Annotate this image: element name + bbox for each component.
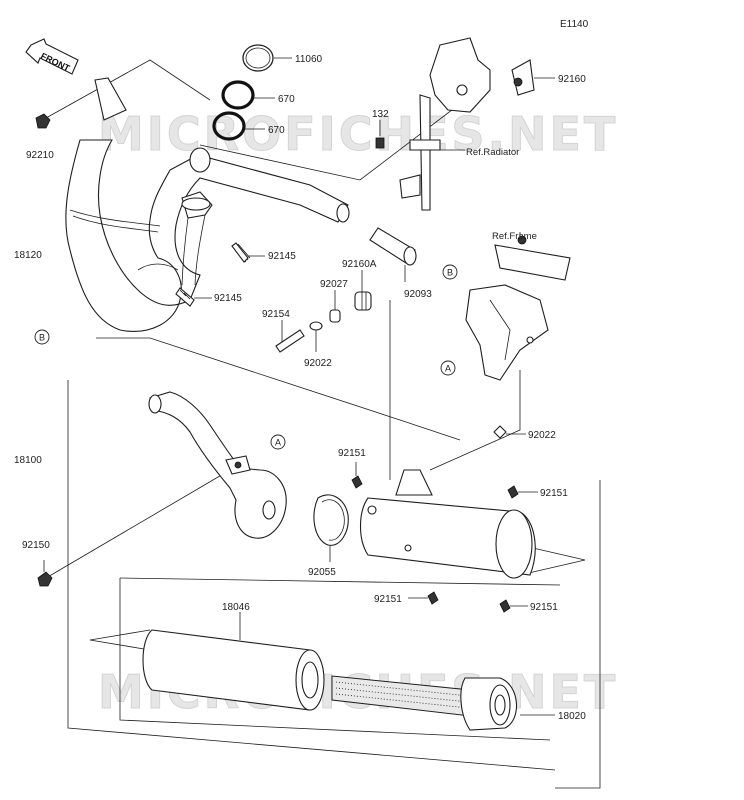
part-label-92154: 92154: [262, 309, 290, 320]
svg-text:B: B: [447, 268, 453, 278]
assembly-lines: [45, 59, 601, 789]
ref-radiator-label: Ref.Radiator: [466, 147, 519, 158]
spring-92145-lower: [175, 287, 212, 307]
part-label-92022-lower: 92022: [528, 430, 556, 441]
part-label-92093: 92093: [404, 289, 432, 300]
part-label-92145-lower: 92145: [214, 293, 242, 304]
spring-92145-upper: [231, 242, 265, 263]
part-label-92055: 92055: [308, 567, 336, 578]
bolt-132: [375, 120, 385, 149]
part-label-18100: 18100: [14, 455, 42, 466]
part-label-670-upper: 670: [278, 94, 295, 105]
frame-bracket: [465, 232, 571, 381]
grommet-92160a: [354, 270, 372, 311]
part-label-92151-lower-right: 92151: [530, 602, 558, 613]
front-arrow-icon: FRONT: [25, 38, 79, 75]
part-label-92210: 92210: [26, 150, 54, 161]
part-label-92027: 92027: [320, 279, 348, 290]
part-label-132: 132: [372, 109, 389, 120]
part-label-18020: 18020: [558, 711, 586, 722]
o-ring-670-upper: [221, 80, 275, 110]
bolt-92151-lower-right: [499, 599, 528, 613]
marker-b-top: B: [442, 264, 458, 280]
bolt-92150: [37, 560, 53, 587]
marker-a-lower: A: [270, 434, 286, 450]
nut-92210: [35, 113, 51, 129]
pipe-joint-92093: [369, 227, 417, 282]
marker-a-top: A: [440, 360, 456, 376]
marker-b-lower: B: [34, 329, 50, 345]
radiator-bracket: [399, 37, 555, 211]
part-label-18120: 18120: [14, 250, 42, 261]
o-ring-670-lower: [212, 111, 265, 141]
bolt-92151-lower: [408, 591, 439, 605]
part-label-11060: 11060: [295, 54, 323, 65]
part-label-92151-top: 92151: [338, 448, 366, 459]
exhaust-pipe-18100: [148, 391, 287, 539]
part-label-92151-lower: 92151: [374, 594, 402, 605]
washer-92022-lower: [493, 425, 526, 439]
part-label-92160: 92160: [558, 74, 586, 85]
diagram-code: E1140: [560, 19, 589, 30]
silencer-core-18046: [142, 612, 325, 711]
part-label-670-lower: 670: [268, 125, 285, 136]
svg-text:A: A: [275, 438, 281, 448]
bolt-92154: [275, 320, 305, 353]
part-label-92145-upper: 92145: [268, 251, 296, 262]
perforated-pipe-18020: [331, 675, 555, 731]
collar-92027: [329, 290, 341, 323]
ref-frame-label: Ref.Frame: [492, 231, 537, 242]
part-label-92160a: 92160A: [342, 259, 377, 270]
svg-text:A: A: [445, 364, 451, 374]
gasket-92055: [313, 494, 349, 562]
part-label-92150: 92150: [22, 540, 50, 551]
exhaust-pipe-18120: [65, 77, 350, 332]
bolt-92151-top: [351, 462, 363, 489]
watermark-top: MICROFICHES.NET: [98, 107, 618, 161]
washer-92022-upper: [309, 321, 323, 352]
part-label-92022-upper: 92022: [304, 358, 332, 369]
svg-text:B: B: [39, 333, 45, 343]
part-label-92151-right: 92151: [540, 488, 568, 499]
gasket-11060: [242, 44, 292, 72]
bolt-92151-right: [507, 485, 538, 499]
muffler: [359, 469, 536, 579]
part-label-18046: 18046: [222, 602, 250, 613]
